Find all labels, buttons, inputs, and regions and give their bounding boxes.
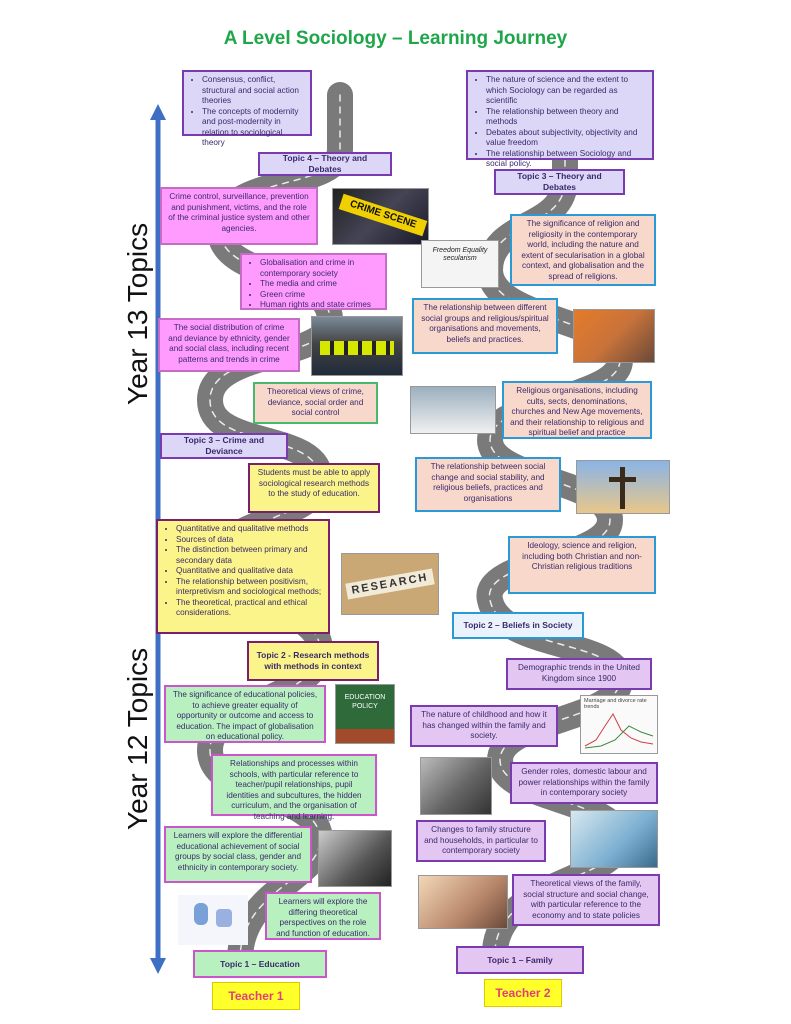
policies-box: The significance of educational policies…: [164, 685, 326, 743]
globalisation-box: Globalisation and crime in contemporary …: [240, 253, 387, 310]
victorian-children-image: [420, 757, 492, 815]
gender-roles-box: Gender roles, domestic labour and power …: [510, 762, 658, 804]
social-distribution-box: The social distribution of crime and dev…: [158, 318, 300, 372]
freedom-equality-image: Freedom Equality secularism: [421, 240, 499, 288]
relationships-box: Relationships and processes within schoo…: [211, 754, 377, 821]
differential-box: Learners will explore the differential e…: [164, 826, 312, 883]
police-image: [311, 316, 403, 376]
topic3-theory-label: Topic 3 – Theory and Debates: [494, 169, 625, 195]
theoretical-crime-box: Theoretical views of crime, deviance, so…: [253, 382, 378, 424]
topic1-education-label: Topic 1 – Education: [193, 950, 327, 978]
crime-scene-image: CRIME SCENE: [332, 188, 429, 245]
religion-significance-box: The significance of religion and religio…: [510, 214, 656, 286]
social-change-box: The relationship between social change a…: [415, 457, 561, 512]
monks-image: [573, 309, 655, 363]
t4-content-box: Consensus, conflict, structural and soci…: [182, 70, 312, 147]
marriage-chart-image: Marriage and divorce rate trends: [580, 695, 658, 754]
methods-box: Quantitative and qualitative methodsSour…: [156, 519, 330, 634]
education-policy-image: EDUCATION POLICY: [335, 684, 395, 744]
year-12-label: Year 12 Topics: [122, 647, 153, 830]
childhood-box: The nature of childhood and how it has c…: [410, 705, 558, 747]
ideology-box: Ideology, science and religion, includin…: [508, 536, 656, 594]
demographic-box: Demographic trends in the United Kingdom…: [506, 658, 652, 690]
topic1-family-label: Topic 1 – Family: [456, 946, 584, 974]
topic3-crime-label: Topic 3 – Crime and Deviance: [160, 433, 288, 459]
topic2-research-label: Topic 2 - Research methods with methods …: [247, 641, 379, 681]
family-photo-image: [418, 875, 508, 929]
relationship-groups-box: The relationship between different socia…: [412, 298, 558, 354]
classroom-image: [318, 830, 392, 887]
science-content-box: The nature of science and the extent to …: [466, 70, 654, 168]
forest-gathering-image: [410, 386, 496, 434]
family-changes-box: Changes to family structure and househol…: [416, 820, 546, 862]
differing-box: Learners will explore the differing theo…: [265, 892, 381, 940]
cartoon-image: [178, 895, 248, 945]
crime-control-box: Crime control, surveillance, prevention …: [160, 187, 318, 245]
page-title: A Level Sociology – Learning Journey: [223, 28, 568, 49]
religious-orgs-box: Religious organisations, including cults…: [502, 381, 652, 439]
apply-methods-box: Students must be able to apply sociologi…: [248, 463, 380, 513]
cross-image: [576, 460, 670, 514]
year-13-label: Year 13 Topics: [122, 222, 153, 405]
topic2-beliefs-label: Topic 2 – Beliefs in Society: [452, 612, 584, 639]
theoretical-family-box: Theoretical views of the family, social …: [512, 874, 660, 926]
teacher-2-label: Teacher 2: [484, 979, 562, 1007]
cleaning-image: [570, 810, 658, 868]
research-tiles-image: RESEARCH: [341, 553, 439, 615]
topic4-theory-label: Topic 4 – Theory and Debates: [258, 152, 392, 176]
teacher-1-label: Teacher 1: [212, 982, 300, 1010]
